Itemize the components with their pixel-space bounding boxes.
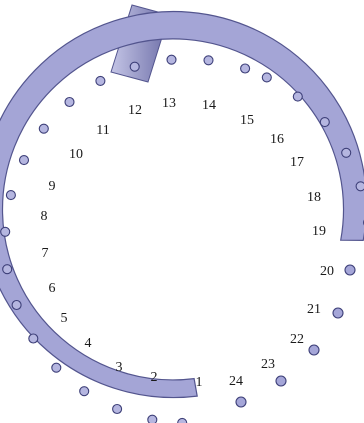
- label-7: 7: [42, 246, 49, 261]
- label-24: 24: [229, 374, 243, 389]
- ring-hole: [39, 124, 48, 133]
- label-6: 6: [49, 281, 56, 296]
- gap-dot: [345, 265, 355, 275]
- label-12: 12: [128, 103, 142, 118]
- ring-hole: [29, 334, 38, 343]
- ring-hole: [130, 62, 139, 71]
- ring-hole: [178, 418, 187, 423]
- gap-dot: [276, 376, 286, 386]
- gap-dot: [309, 345, 319, 355]
- label-10: 10: [69, 147, 83, 162]
- ring-hole: [96, 76, 105, 85]
- ring-hole: [6, 191, 15, 200]
- ring-hole: [342, 148, 351, 157]
- label-4: 4: [85, 336, 92, 351]
- ring-hole: [1, 227, 10, 236]
- ring-hole: [12, 301, 21, 310]
- gap-dot: [333, 308, 343, 318]
- label-3: 3: [116, 360, 123, 375]
- position-labels: 1 2 3 4 5 6 7 8 9 10 11 12 13 14 15 16 1…: [41, 96, 335, 390]
- label-17: 17: [290, 155, 304, 170]
- ring-hole: [148, 415, 157, 423]
- label-22: 22: [290, 332, 304, 347]
- ring-hole: [262, 73, 271, 82]
- label-16: 16: [270, 132, 284, 147]
- ring-holes: [1, 55, 364, 423]
- ring-hole: [320, 118, 329, 127]
- label-15: 15: [240, 113, 254, 128]
- label-21: 21: [307, 302, 321, 317]
- label-5: 5: [61, 311, 68, 326]
- ring-hole: [113, 405, 122, 414]
- label-18: 18: [307, 190, 321, 205]
- ring-hole: [80, 387, 89, 396]
- label-23: 23: [261, 357, 275, 372]
- label-8: 8: [41, 209, 48, 224]
- ring-hole: [167, 55, 176, 64]
- label-13: 13: [162, 96, 176, 111]
- ring-hole: [356, 182, 364, 191]
- ring-hole: [65, 98, 74, 107]
- gap-dot: [236, 397, 246, 407]
- ring-hole: [204, 56, 213, 65]
- ring-hole: [241, 64, 250, 73]
- label-9: 9: [49, 179, 56, 194]
- ring-hole: [3, 265, 12, 274]
- label-20: 20: [320, 264, 334, 279]
- label-14: 14: [202, 98, 216, 113]
- label-2: 2: [151, 370, 158, 385]
- ring-hole: [52, 363, 61, 372]
- ring-hole: [20, 156, 29, 165]
- label-19: 19: [312, 224, 326, 239]
- label-11: 11: [96, 123, 109, 138]
- label-1: 1: [196, 375, 203, 390]
- ring-hole: [293, 92, 302, 101]
